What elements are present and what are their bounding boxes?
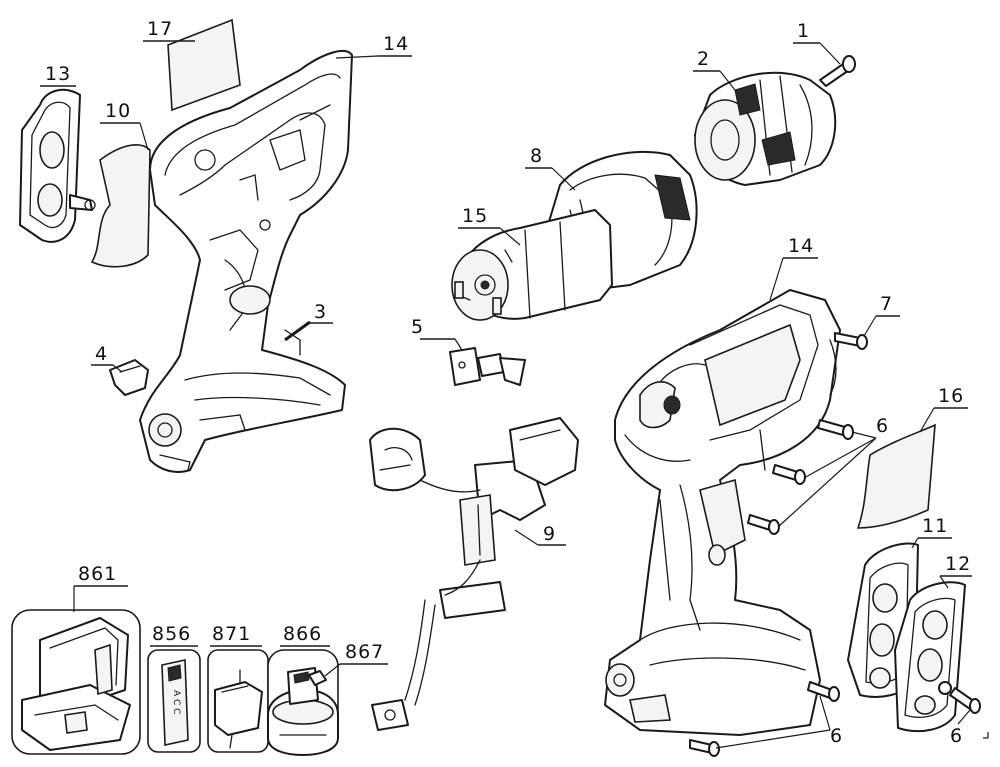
callout-label: 6 [876,415,889,437]
callout-label: 11 [922,515,948,537]
label-plate-17: 17 [143,18,241,112]
callout-label: 866 [283,623,322,645]
accessory-867-clip: 867 [308,641,388,686]
side-cover-13: 13 [19,63,96,243]
chuck-2: 2 [693,48,837,186]
side-cover-12: 12 [894,553,972,733]
callout-label: 13 [45,63,71,85]
motor-15: 15 [451,205,613,321]
accessory-871-charger: 871 [207,623,269,753]
accessory-856-label: A C C 856 [147,623,201,753]
callout-label: 2 [697,48,710,70]
callout-label: 14 [788,235,814,257]
screw-6-cover: 6 [949,687,989,747]
callout-label: 856 [152,623,191,645]
callout-label: 3 [314,301,327,323]
callout-label: 861 [78,563,117,585]
clip-4: 4 [91,343,149,396]
callout-label: 867 [345,641,384,663]
callout-label: 1 [797,20,810,42]
switch-assembly-9: 9 [369,417,579,731]
callout-label: 15 [462,205,488,227]
callout-label: 4 [95,343,108,365]
callout-label: 871 [212,623,251,645]
screws-6-group-a: 6 [747,415,889,535]
callout-label: 6 [950,725,963,747]
accessory-label-text: A C C [171,690,181,714]
callout-label: 5 [411,316,424,338]
connector-5: 5 [411,316,526,386]
left-housing-half [139,50,353,473]
screw-3: 3 [284,301,333,342]
callout-label: 6 [830,725,843,747]
label-16: 16 [856,385,968,529]
accessory-861-case: 861 [11,563,141,755]
callout-label: 9 [543,523,556,545]
label-10: 10 [90,100,151,268]
screw-7: 7 [834,293,900,350]
screws-6-group-b: 6 [689,681,843,757]
assembled-drill-body: 14 [604,235,841,736]
accessory-866-battery: 866 [267,623,339,756]
callout-label: 7 [880,293,893,315]
callout-label: 8 [530,145,543,167]
callout-label: 12 [945,553,971,575]
screw-1: 1 [793,20,856,87]
callout-label: 16 [938,385,964,407]
callout-label: 17 [147,18,173,40]
callout-label: 10 [105,100,131,122]
callout-14-top: 14 [335,33,412,59]
callout-label: 14 [383,33,409,55]
